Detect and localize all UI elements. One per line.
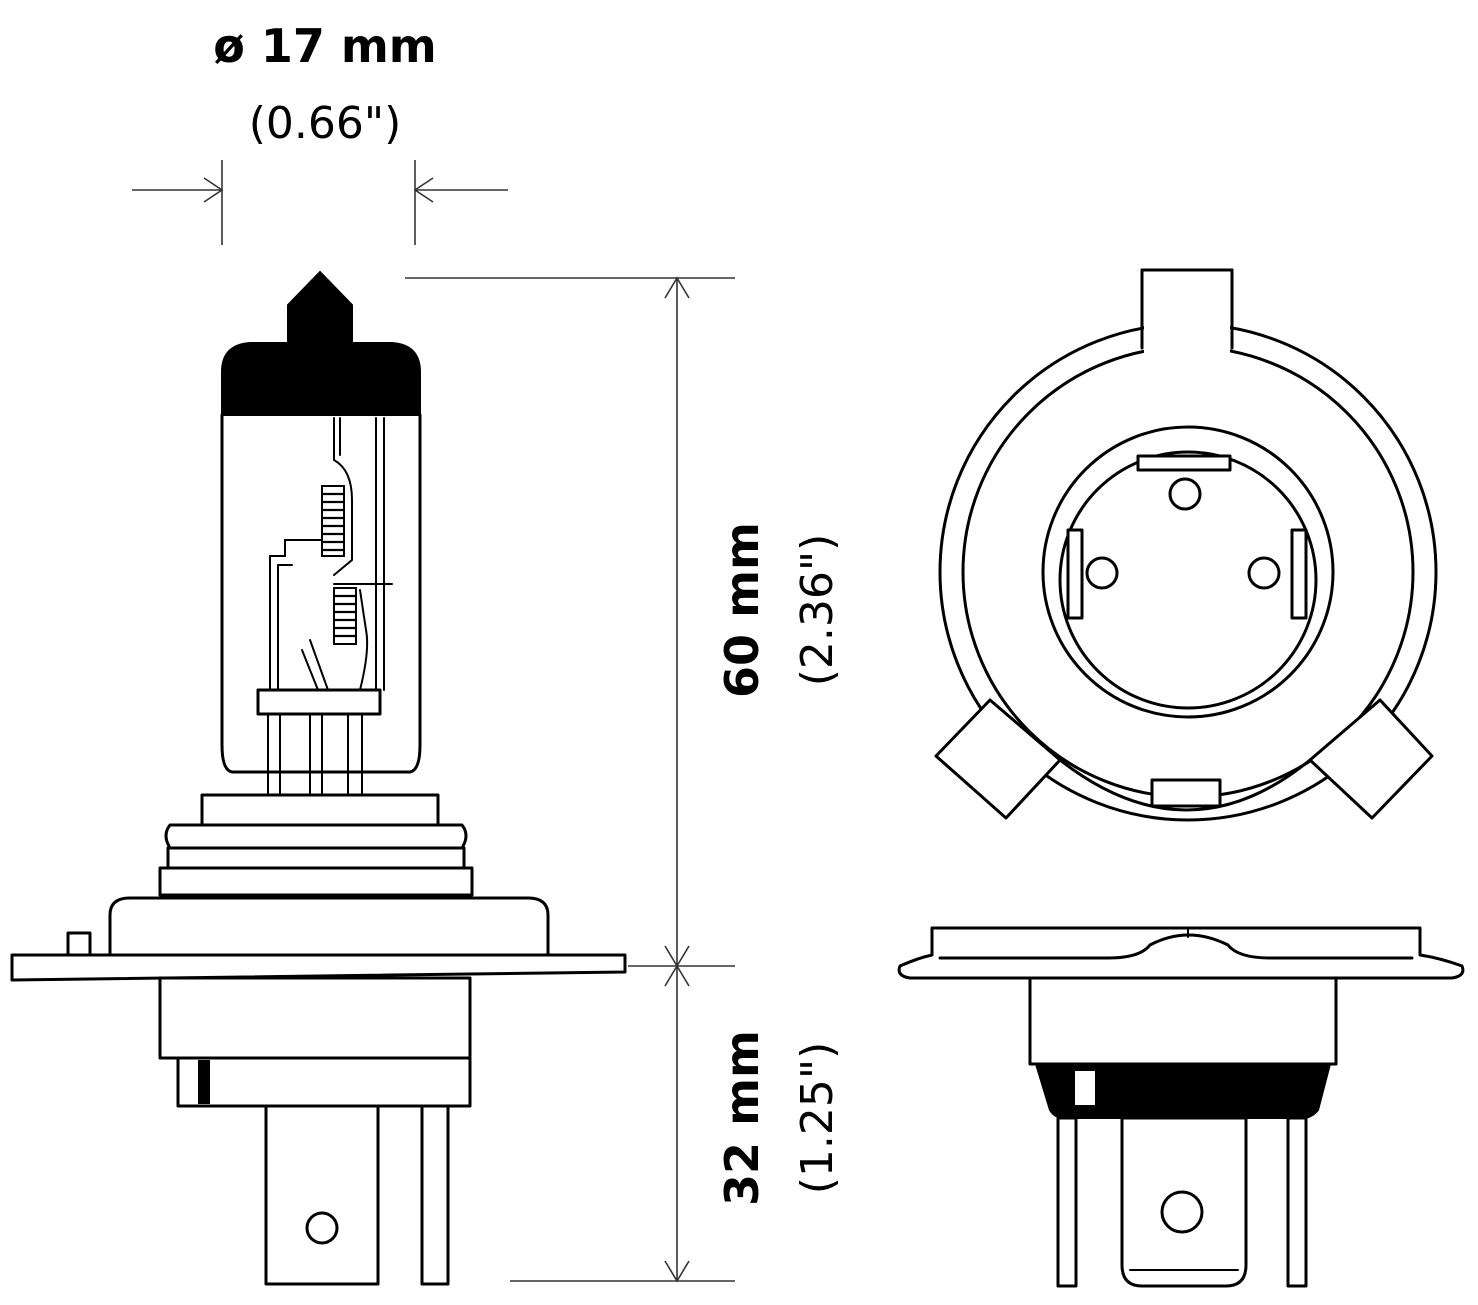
collar-step xyxy=(166,846,466,870)
front-center-terminal xyxy=(1120,1116,1248,1288)
height-arrowhead-top xyxy=(664,276,690,299)
socket-inner xyxy=(1058,450,1318,710)
height-arrowhead-bottom xyxy=(664,1260,690,1283)
bottom-slot xyxy=(1150,778,1222,808)
socket-right-key xyxy=(1290,528,1308,620)
pin-hole-left xyxy=(1085,556,1119,590)
diameter-imperial-label: (0.66") xyxy=(249,98,402,149)
base-key xyxy=(198,1060,210,1104)
front-flange xyxy=(897,926,1465,980)
front-pin-left xyxy=(1056,1116,1078,1288)
diameter-metric-label: ø 17 mm xyxy=(213,19,437,73)
flange-tab xyxy=(66,931,92,957)
socket-left-key xyxy=(1066,528,1084,620)
socket-top-key xyxy=(1136,454,1232,472)
flange xyxy=(10,953,627,982)
pin-hole-top xyxy=(1168,477,1202,511)
base-height-imperial-label: (1.25") xyxy=(792,1042,843,1195)
front-terminal-hole xyxy=(1160,1190,1204,1234)
collar-ring xyxy=(164,823,468,850)
base-body xyxy=(158,976,472,1060)
overall-height-imperial-label: (2.36") xyxy=(792,534,843,687)
socket-outer xyxy=(1041,425,1335,719)
height-arrowhead-mid-down xyxy=(664,964,690,987)
pin-hole-right xyxy=(1247,556,1281,590)
diameter-dimension: ø 17 mm (0.66") xyxy=(132,19,508,245)
front-pin-right xyxy=(1286,1116,1308,1288)
diameter-arrowhead-right xyxy=(413,177,434,203)
filament-assembly xyxy=(256,417,393,796)
overall-height-metric-label: 60 mm xyxy=(715,522,769,698)
front-base-view xyxy=(897,926,1465,1288)
bridge xyxy=(256,688,382,716)
base-height-metric-label: 32 mm xyxy=(715,1030,769,1206)
right-lobe xyxy=(1308,698,1434,820)
black-cap xyxy=(221,270,421,416)
front-base-body xyxy=(1028,976,1338,1066)
housing xyxy=(108,896,550,957)
side-view xyxy=(10,270,627,1286)
collar-base xyxy=(158,866,474,897)
terminal-hole xyxy=(305,1211,339,1245)
collar-top xyxy=(200,793,440,827)
side-terminal xyxy=(420,1104,450,1286)
center-terminal xyxy=(264,1104,380,1286)
diameter-arrowhead-left xyxy=(203,177,224,203)
top-view xyxy=(934,268,1438,822)
base-lower xyxy=(176,1056,472,1108)
height-dimension: 60 mm (2.36") 32 mm (1.25") xyxy=(405,276,843,1283)
front-base-notch xyxy=(1073,1069,1097,1107)
